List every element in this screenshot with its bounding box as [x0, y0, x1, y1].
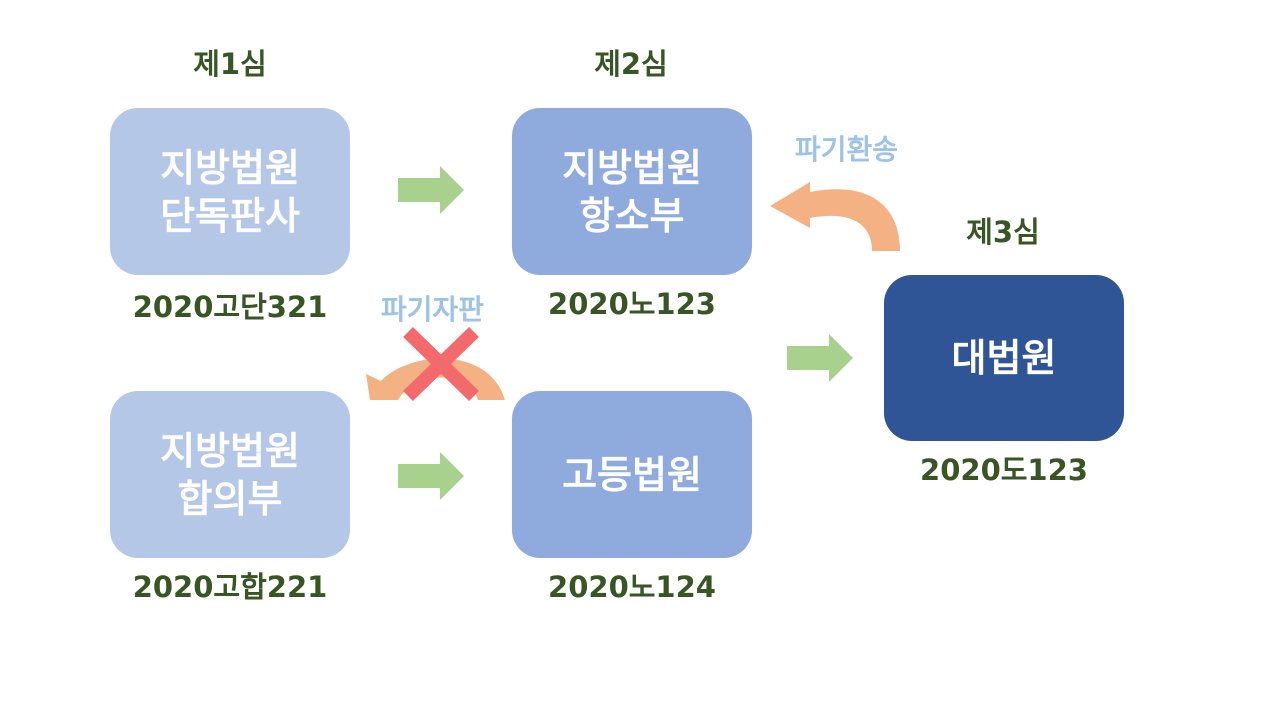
- high-court-text: 고등법원: [562, 452, 702, 497]
- arrow-right-icon: [398, 452, 464, 500]
- case-number-high-court: 2020노124: [548, 570, 716, 604]
- district-appeal-division-text: 지방법원 항소부: [562, 145, 702, 238]
- case-number-district-single: 2020고단321: [132, 290, 328, 324]
- self-judgment-note: 파기자판: [381, 293, 485, 326]
- case-number-district-panel: 2020고합221: [132, 570, 328, 604]
- level-second-label: 제2심: [594, 47, 668, 81]
- remand-note: 파기환송: [795, 133, 899, 166]
- case-number-district-appeal: 2020노123: [548, 287, 716, 321]
- district-panel-box: 지방법원 합의부: [110, 391, 350, 558]
- arrow-right-icon: [398, 166, 464, 214]
- level-third-label: 제3심: [966, 215, 1040, 249]
- district-appeal-division-box: 지방법원 항소부: [512, 108, 752, 275]
- supreme-court-box: 대법원: [884, 275, 1124, 441]
- district-single-judge-box: 지방법원 단독판사: [110, 108, 350, 275]
- high-court-box: 고등법원: [512, 391, 752, 558]
- district-panel-text: 지방법원 합의부: [160, 428, 300, 521]
- district-single-judge-text: 지방법원 단독판사: [160, 145, 300, 238]
- level-first-label: 제1심: [193, 47, 267, 81]
- case-number-supreme-court: 2020도123: [920, 453, 1088, 487]
- prohibited-cross-icon: [403, 326, 479, 402]
- supreme-court-text: 대법원: [951, 336, 1057, 380]
- arrow-right-icon: [787, 334, 853, 382]
- self-judgment-curved-arrow-icon: [366, 358, 505, 400]
- remand-curved-arrow-icon: [770, 182, 900, 251]
